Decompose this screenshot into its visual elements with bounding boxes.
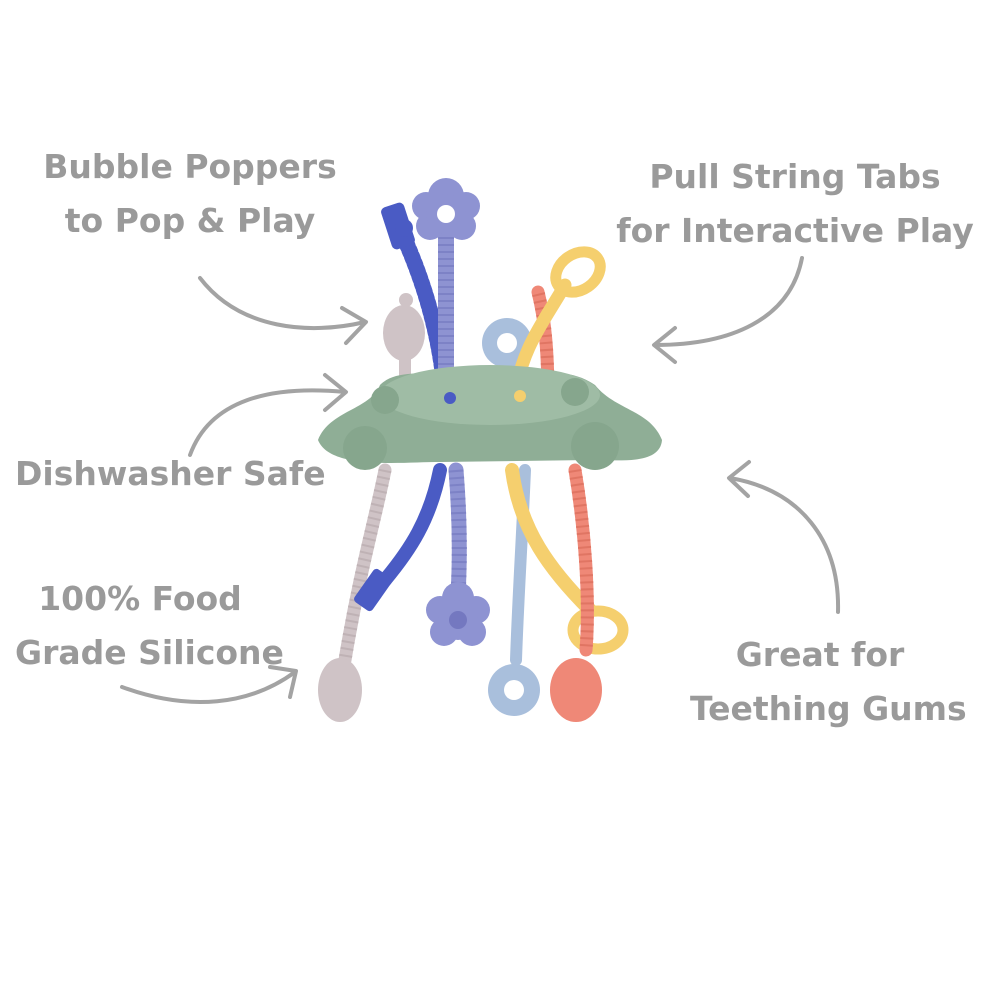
callout-bubble-poppers-line1: Bubble Poppers <box>43 147 337 186</box>
toy-body <box>318 365 662 470</box>
pull-string-royal-blue-bottom <box>354 463 447 612</box>
pull-string-lavender-bottom <box>426 462 490 646</box>
callout-dishwasher-safe: Dishwasher Safe <box>15 447 326 501</box>
callout-teething: Great for Teething Gums <box>690 628 967 737</box>
pull-string-coral-bottom <box>550 463 602 722</box>
callout-pull-string: Pull String Tabs for Interactive Play <box>615 150 975 259</box>
arrow-food-grade <box>120 665 298 704</box>
callout-bubble-poppers-line2: to Pop & Play <box>64 201 316 241</box>
arrow-bubble-poppers <box>198 276 368 345</box>
callout-teething-line1: Great for <box>735 635 905 674</box>
callout-dishwasher-line1: Dishwasher Safe <box>15 454 326 493</box>
callout-food-grade-line2: Grade Silicone <box>15 633 284 673</box>
callout-pull-string-line1: Pull String Tabs <box>649 157 941 196</box>
flower-tab-top <box>412 178 480 240</box>
callout-teething-line2: Teething Gums <box>690 689 967 729</box>
arrow-dishwasher <box>188 373 348 457</box>
flower-tab-bottom <box>426 582 490 646</box>
pull-string-yellow-bottom <box>505 463 629 655</box>
pull-string-taupe-bottom <box>318 463 392 722</box>
callout-bubble-poppers: Bubble Poppers to Pop & Play <box>40 140 340 249</box>
callout-food-grade-line1: 100% Food <box>38 579 242 618</box>
callout-pull-string-line2: for Interactive Play <box>616 211 974 251</box>
arrow-teething <box>727 460 841 614</box>
callout-food-grade: 100% Food Grade Silicone <box>15 572 284 681</box>
arrow-pull-string <box>652 256 804 364</box>
